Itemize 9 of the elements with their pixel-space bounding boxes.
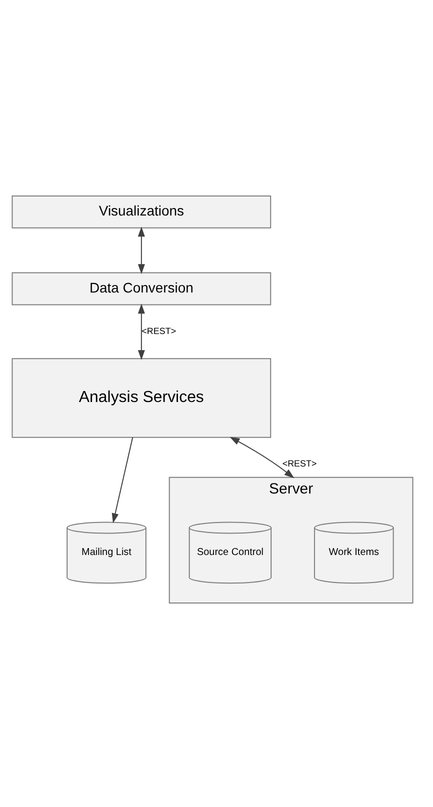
node-box: Data Conversion [12,272,272,306]
arrow [112,437,134,524]
edge-label: <REST> [282,458,317,469]
arrow [230,436,294,478]
arrow [138,304,145,360]
node-box: Analysis Services [12,358,272,438]
node-box: Visualizations [12,196,272,228]
edge-label: <REST> [142,326,176,336]
arrow [138,226,145,274]
